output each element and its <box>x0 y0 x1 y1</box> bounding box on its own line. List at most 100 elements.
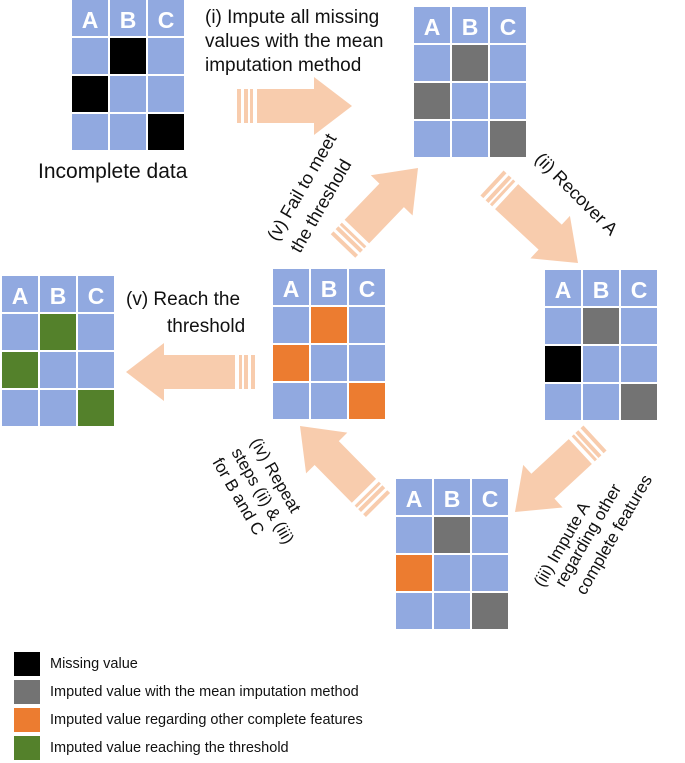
grid-header-cell <box>110 0 146 36</box>
grid-cell-c <box>78 352 114 388</box>
grid-header-label: A <box>406 486 423 512</box>
grid-header-label: C <box>88 283 105 309</box>
grid-header-label: C <box>482 486 499 512</box>
grid-cell-c <box>621 308 657 344</box>
grid-header-label: B <box>50 283 67 309</box>
legend-swatch-regard <box>14 708 40 732</box>
grid-header-label: C <box>359 276 376 302</box>
arrow-step3 <box>515 425 607 512</box>
legend-swatch-threshold <box>14 736 40 760</box>
grid-cell-c <box>78 314 114 350</box>
legend-swatch-mean <box>14 680 40 704</box>
grid-cell-c <box>40 352 76 388</box>
grid-cell-c <box>110 76 146 112</box>
grid-cell-c <box>452 83 488 119</box>
legend-swatch-missing <box>14 652 40 676</box>
grid-cell-c <box>110 114 146 150</box>
arrow-step2 <box>480 170 578 263</box>
legend-label-threshold: Imputed value reaching the threshold <box>50 740 289 756</box>
grid-cell-c <box>72 114 108 150</box>
grid-cell-regard <box>311 307 347 343</box>
grid-header-cell <box>452 7 488 43</box>
grid-cell-c <box>545 308 581 344</box>
grid-cell-threshold <box>40 314 76 350</box>
grid-cell-c <box>72 38 108 74</box>
grid-cell-c <box>349 345 385 381</box>
grid-cell-c <box>545 384 581 420</box>
grid-cell-regard <box>273 345 309 381</box>
grid-header-cell <box>583 270 619 306</box>
grid-cell-missing <box>148 114 184 150</box>
legend: Missing value Imputed value with the mea… <box>14 650 363 762</box>
grid-cell-c <box>621 346 657 382</box>
step1-label-line3: imputation method <box>205 55 361 76</box>
grid-cell-c <box>414 121 450 157</box>
grid-cell-c <box>490 83 526 119</box>
grid-header-cell <box>148 0 184 36</box>
grid-cell-mean <box>472 593 508 629</box>
legend-label-mean: Imputed value with the mean imputation m… <box>50 684 359 700</box>
grid-header-cell <box>311 269 347 305</box>
grid-cell-c <box>434 555 470 591</box>
arrow-step4 <box>300 426 391 517</box>
legend-label-regard: Imputed value regarding other complete f… <box>50 712 363 728</box>
grid-cell-c <box>396 517 432 553</box>
reach-label-line2: threshold <box>167 316 245 337</box>
step1-label-line2: values with the mean <box>205 31 384 52</box>
grid-cell-c <box>472 517 508 553</box>
grid-cell-mean <box>583 308 619 344</box>
legend-item-regard: Imputed value regarding other complete f… <box>14 706 363 734</box>
grid-cell-missing <box>545 346 581 382</box>
grid-cell-regard <box>349 383 385 419</box>
grid-cell-threshold <box>78 390 114 426</box>
grid-header-label: A <box>12 283 29 309</box>
legend-label-missing: Missing value <box>50 656 138 672</box>
grid-cell-c <box>311 383 347 419</box>
grid-cell-mean <box>414 83 450 119</box>
grid-header-cell <box>396 479 432 515</box>
grid-header-label: B <box>593 277 610 303</box>
grid-cell-mean <box>621 384 657 420</box>
grid-header-cell <box>545 270 581 306</box>
grid-header-label: A <box>424 14 441 40</box>
grid-cell-c <box>273 383 309 419</box>
grid-cell-missing <box>110 38 146 74</box>
grid-cell-c <box>148 38 184 74</box>
grid-cell-c <box>148 76 184 112</box>
grid-header-cell <box>621 270 657 306</box>
grid-header-label: C <box>500 14 517 40</box>
legend-item-mean: Imputed value with the mean imputation m… <box>14 678 363 706</box>
grid-cell-mean <box>490 121 526 157</box>
grid-header-cell <box>2 276 38 312</box>
grid-cell-threshold <box>2 352 38 388</box>
grid-header-cell <box>349 269 385 305</box>
grid-header-label: B <box>462 14 479 40</box>
grid-header-label: C <box>631 277 648 303</box>
grid-cell-c <box>583 384 619 420</box>
grid-cell-c <box>273 307 309 343</box>
incomplete-data-label: Incomplete data <box>38 160 188 183</box>
grid-header-cell <box>78 276 114 312</box>
grid-header-label: B <box>321 276 338 302</box>
grid-cell-c <box>311 345 347 381</box>
grid-header-label: A <box>555 277 572 303</box>
legend-item-threshold: Imputed value reaching the threshold <box>14 734 363 762</box>
grid-cell-c <box>2 390 38 426</box>
grid-cell-missing <box>72 76 108 112</box>
legend-item-missing: Missing value <box>14 650 363 678</box>
grid-cell-c <box>583 346 619 382</box>
grid-header-cell <box>490 7 526 43</box>
grid-header-label: B <box>444 486 461 512</box>
grid-header-label: A <box>283 276 300 302</box>
grid-header-cell <box>472 479 508 515</box>
grid-cell-c <box>414 45 450 81</box>
grid-cell-c <box>349 307 385 343</box>
grid-cell-c <box>490 45 526 81</box>
